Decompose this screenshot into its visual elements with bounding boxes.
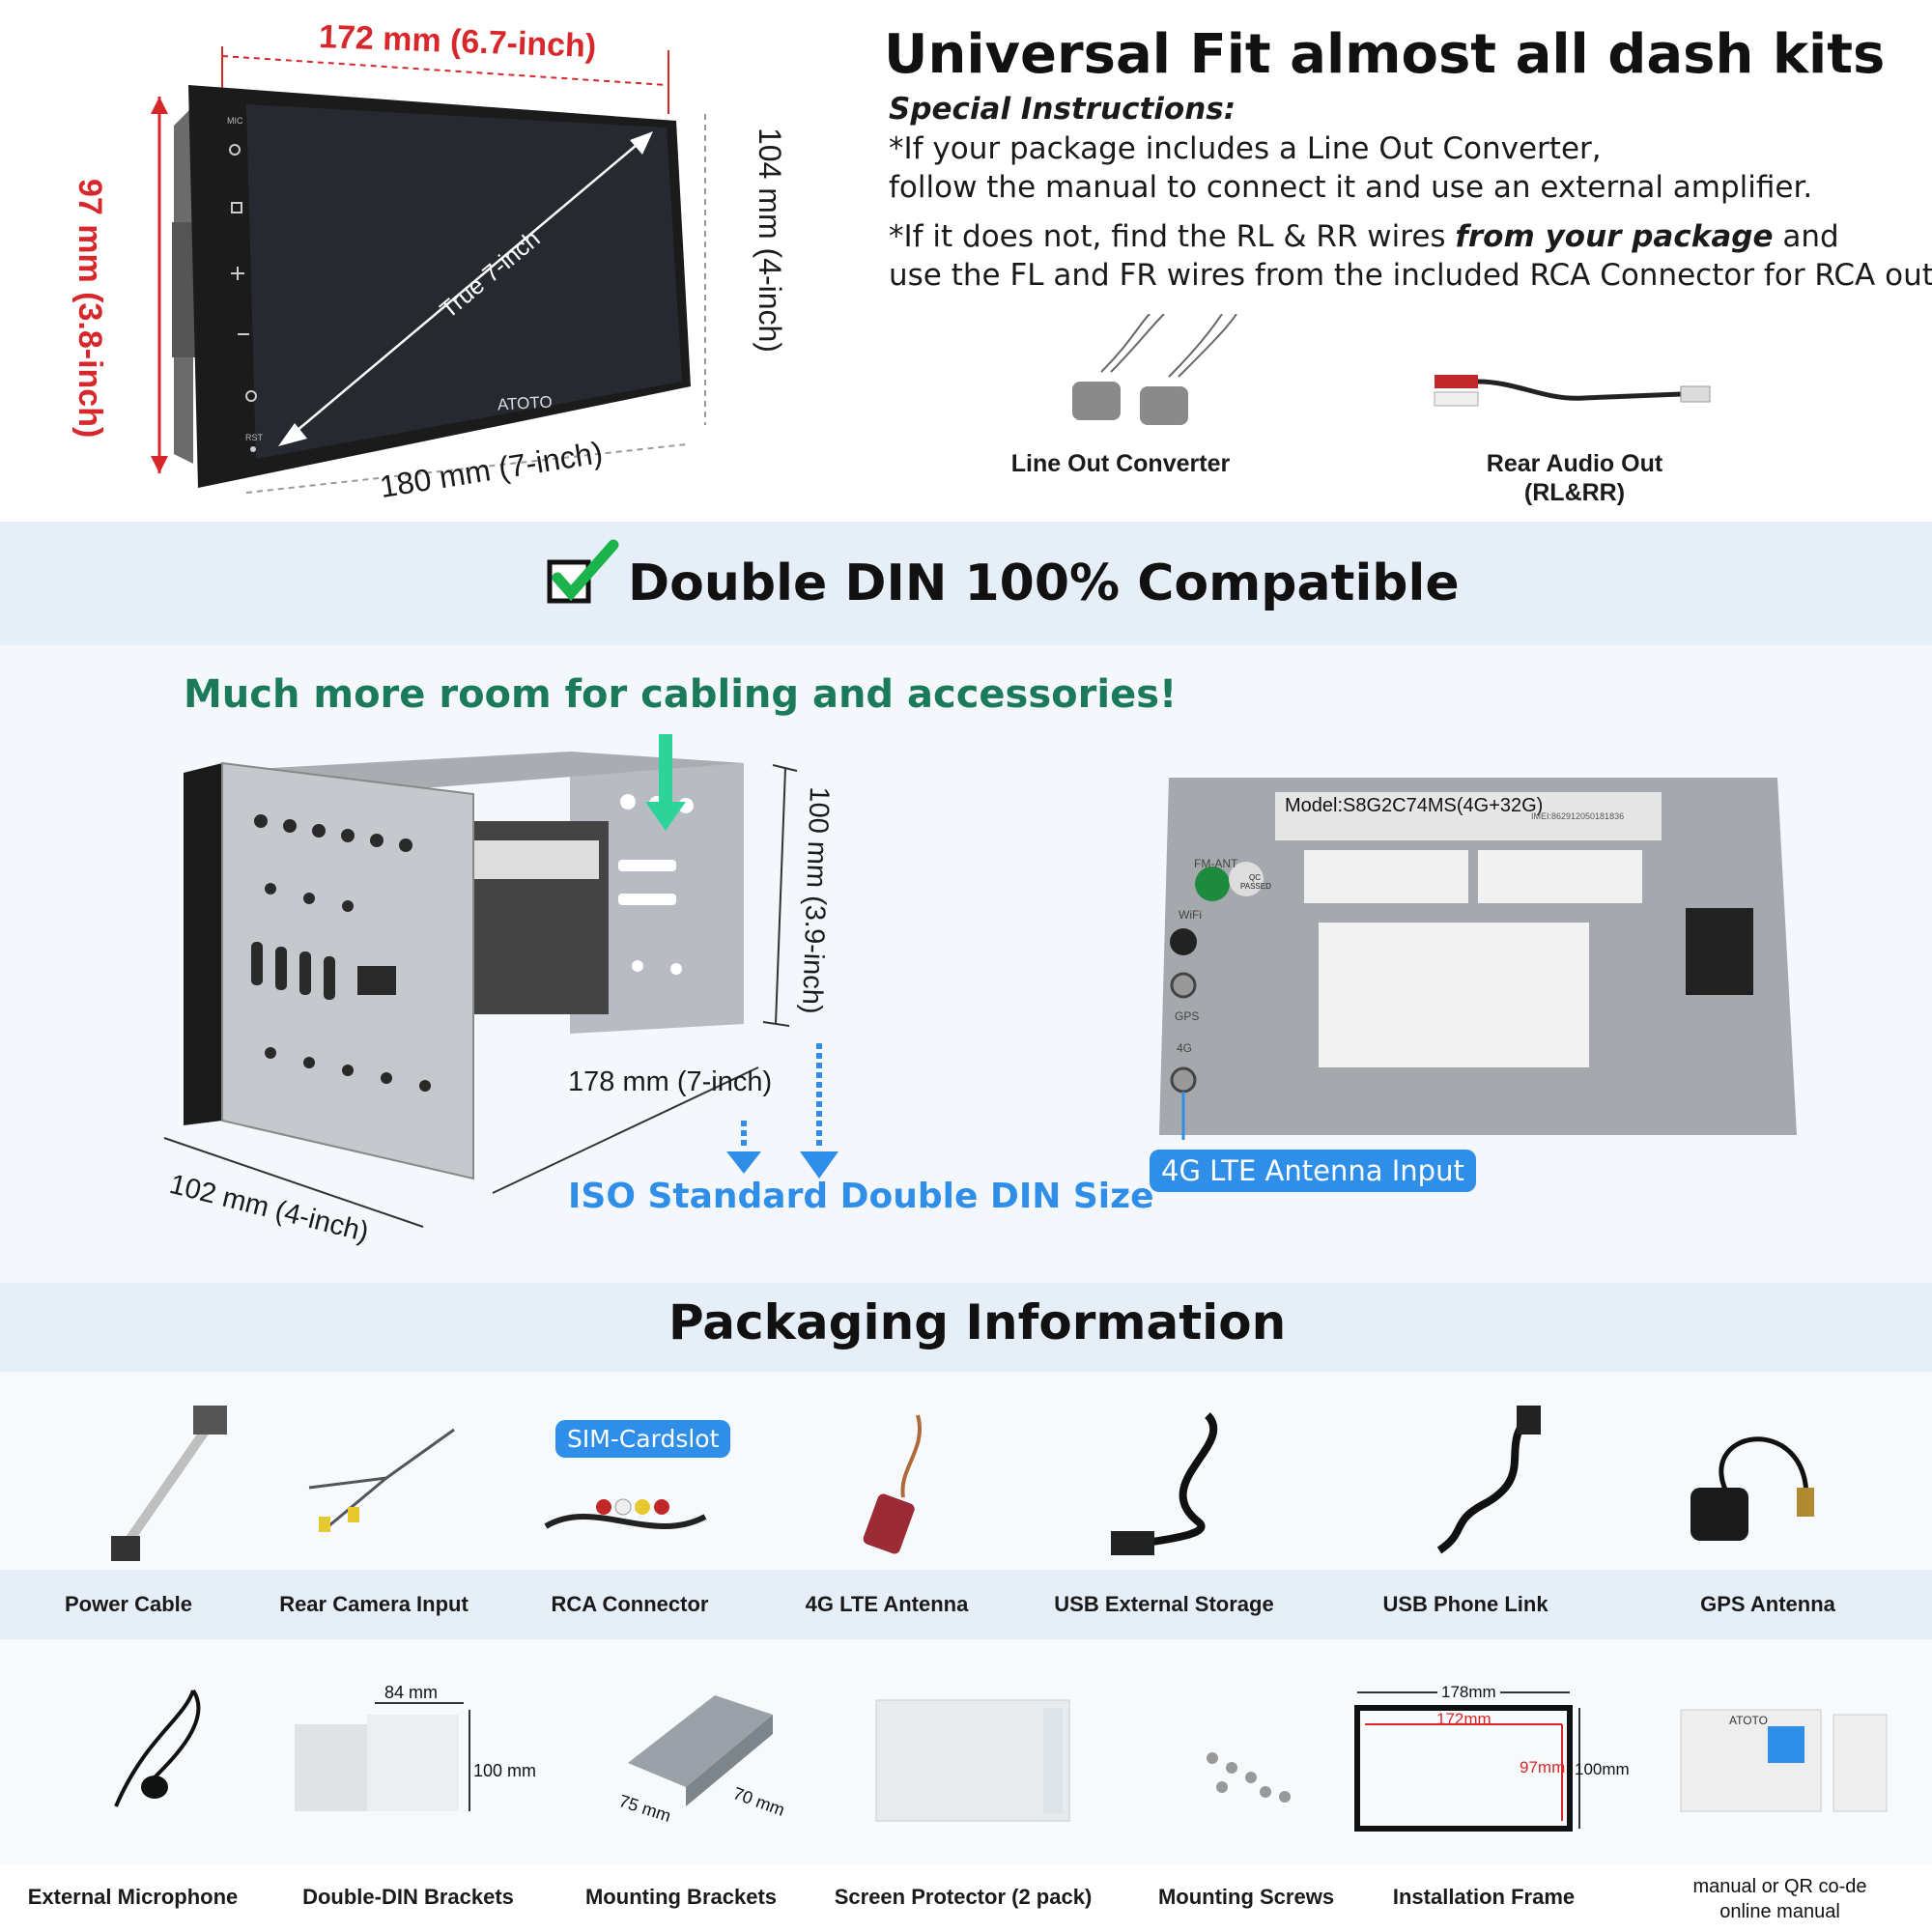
manual-image [1680, 1709, 1888, 1812]
rca-connector-image [544, 1498, 707, 1529]
item-rca-connector: RCA Connector [551, 1592, 709, 1616]
item-mounting-screws: Mounting Screws [1157, 1885, 1335, 1909]
check-icon [546, 539, 623, 611]
right-height-label: 104 mm (4-inch) [753, 128, 787, 353]
fm-ant-text: FM-ANT [1194, 857, 1238, 870]
gps-antenna-image [1690, 1436, 1814, 1541]
line-out-converter-label: Line Out Converter [1010, 450, 1231, 477]
packaging-row-1-area [0, 1372, 1932, 1570]
usb-phone-link-image [1436, 1406, 1541, 1554]
gps-text: GPS [1175, 1009, 1200, 1023]
chassis-subtitle: Much more room for cabling and accessori… [184, 672, 1178, 717]
item-screen-protector: Screen Protector (2 pack) [834, 1885, 1093, 1909]
compat-band [0, 522, 1932, 645]
iso-standard-label: ISO Standard Double DIN Size [568, 1177, 1154, 1216]
item-power-cable: Power Cable [64, 1592, 193, 1616]
item-external-microphone: External Microphone [27, 1885, 239, 1909]
external-microphone-image [114, 1689, 201, 1807]
bracket-height-label: 100 mm [473, 1761, 537, 1780]
device-dimension-figure [0, 0, 869, 522]
item-usb-phone-link: USB Phone Link [1382, 1592, 1548, 1616]
item-rear-camera-input: Rear Camera Input [279, 1592, 469, 1616]
instruction-line-4: use the FL and FR wires from the include… [889, 258, 1932, 293]
left-height-label: 97 mm (3.8-inch) [71, 179, 108, 439]
sim-cardslot-tag: SIM-Cardslot [555, 1420, 731, 1458]
double-din-brackets-image [295, 1702, 470, 1811]
mounting-screws-image [1207, 1752, 1291, 1803]
manual-line-2: online manual [1719, 1901, 1840, 1922]
instruction-line-1: *If your package includes a Line Out Con… [889, 131, 1602, 166]
lte-antenna-image [863, 1414, 922, 1554]
universal-fit-title: Universal Fit almost all dash kits [884, 23, 1886, 86]
instruction-line-3-post: and [1773, 219, 1839, 254]
rst-label: RST [245, 433, 263, 442]
frame-inner-width-label: 172mm [1436, 1710, 1492, 1728]
rear-audio-out-label: Rear Audio Out [1486, 450, 1663, 477]
instruction-line-3-pre: *If it does not, find the RL & RR wires [889, 219, 1456, 254]
packaging-band [0, 1283, 1932, 1372]
usb-external-storage-image [1111, 1412, 1218, 1555]
frame-inner-height-label: 97mm [1520, 1758, 1566, 1776]
rear-camera-input-image [308, 1428, 455, 1532]
packaging-row-1-label-band [0, 1570, 1932, 1639]
bracket-width-label: 84 mm [384, 1683, 439, 1702]
model-text: Model:S8G2C74MS(4G+32G) [1285, 795, 1544, 816]
rear-audio-out-sub: (RL&RR) [1523, 479, 1626, 506]
frame-outer-width-label: 178mm [1437, 1683, 1500, 1702]
manual-line-1: manual or QR co-de [1692, 1876, 1867, 1897]
instructions-title: Special Instructions: [889, 92, 1236, 127]
compat-title: Double DIN 100% Compatible [628, 554, 1460, 612]
instruction-line-3-emphasis: from your package [1455, 219, 1774, 254]
manual-brand-text: ATOTO [1729, 1714, 1769, 1727]
item-usb-external-storage: USB External Storage [1054, 1592, 1274, 1616]
head-unit-illustration [151, 46, 706, 494]
screen-protector-image [875, 1699, 1070, 1822]
item-gps-antenna: GPS Antenna [1700, 1592, 1835, 1616]
item-manual: manual or QR co-de online manual [1662, 1874, 1898, 1924]
chassis-illustration [163, 734, 838, 1228]
instruction-line-3: *If it does not, find the RL & RR wires … [889, 217, 1839, 256]
power-cable-image [111, 1406, 227, 1561]
brand-logo-text: ATOTO [497, 392, 554, 414]
imei-text: IMEI:862912050181836 [1531, 811, 1625, 821]
wifi-text: WiFi [1179, 908, 1202, 922]
mic-label: MIC [227, 116, 243, 126]
lte-port-text: 4G [1177, 1041, 1193, 1055]
instruction-line-2: follow the manual to connect it and use … [889, 170, 1813, 205]
chassis-width-label: 178 mm (7-inch) [568, 1066, 773, 1097]
frame-outer-height-label: 100mm [1575, 1760, 1630, 1778]
item-mounting-brackets: Mounting Brackets [584, 1885, 778, 1909]
qc-passed-text: QC PASSED [1240, 873, 1271, 891]
item-installation-frame: Installation Frame [1392, 1885, 1576, 1909]
lte-antenna-tag: 4G LTE Antenna Input [1150, 1150, 1476, 1192]
item-double-din-brackets: Double-DIN Brackets [302, 1885, 514, 1909]
back-panel-illustration [1159, 778, 1797, 1140]
mounting-brackets-image [628, 1695, 773, 1806]
item-4g-lte-antenna: 4G LTE Antenna [805, 1592, 969, 1616]
packaging-title: Packaging Information [668, 1294, 1287, 1350]
line-out-converter-image [1072, 314, 1237, 425]
rear-audio-out-image [1434, 375, 1711, 407]
